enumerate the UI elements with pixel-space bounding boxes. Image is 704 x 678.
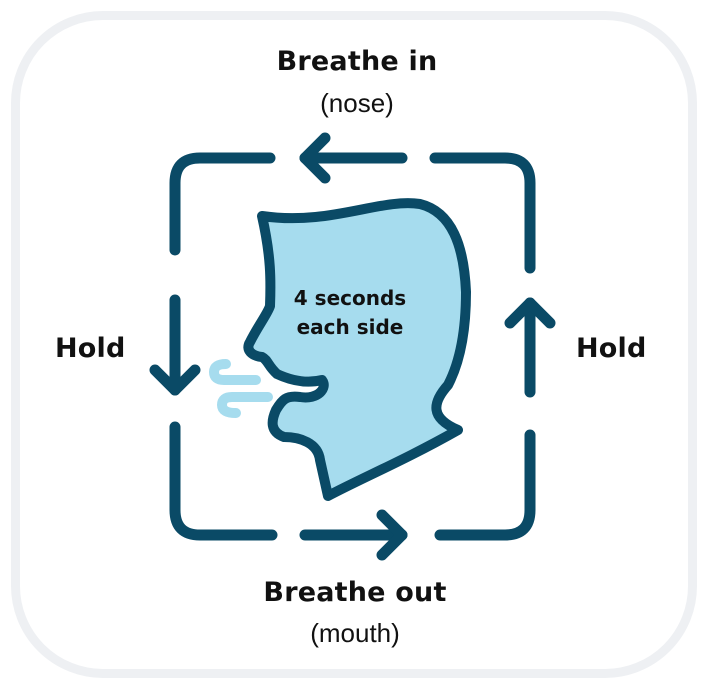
hold-left-label: Hold — [55, 333, 126, 364]
hold-right-label: Hold — [576, 333, 647, 364]
center-caption-line2: each side — [294, 313, 406, 342]
breathe-out-label: Breathe out — [263, 577, 446, 608]
breathe-out-sublabel: (mouth) — [310, 618, 400, 649]
center-caption: 4 seconds each side — [294, 284, 406, 342]
box-corner-bottom-right — [440, 435, 530, 535]
box-corner-bottom-left — [175, 427, 272, 535]
breathe-in-sublabel: (nose) — [320, 88, 394, 119]
center-caption-line1: 4 seconds — [294, 284, 406, 313]
breathe-in-label: Breathe in — [277, 46, 438, 77]
exhale-wind-icon — [214, 364, 268, 413]
box-corner-top-left — [175, 158, 270, 250]
head-profile-icon — [248, 203, 466, 496]
